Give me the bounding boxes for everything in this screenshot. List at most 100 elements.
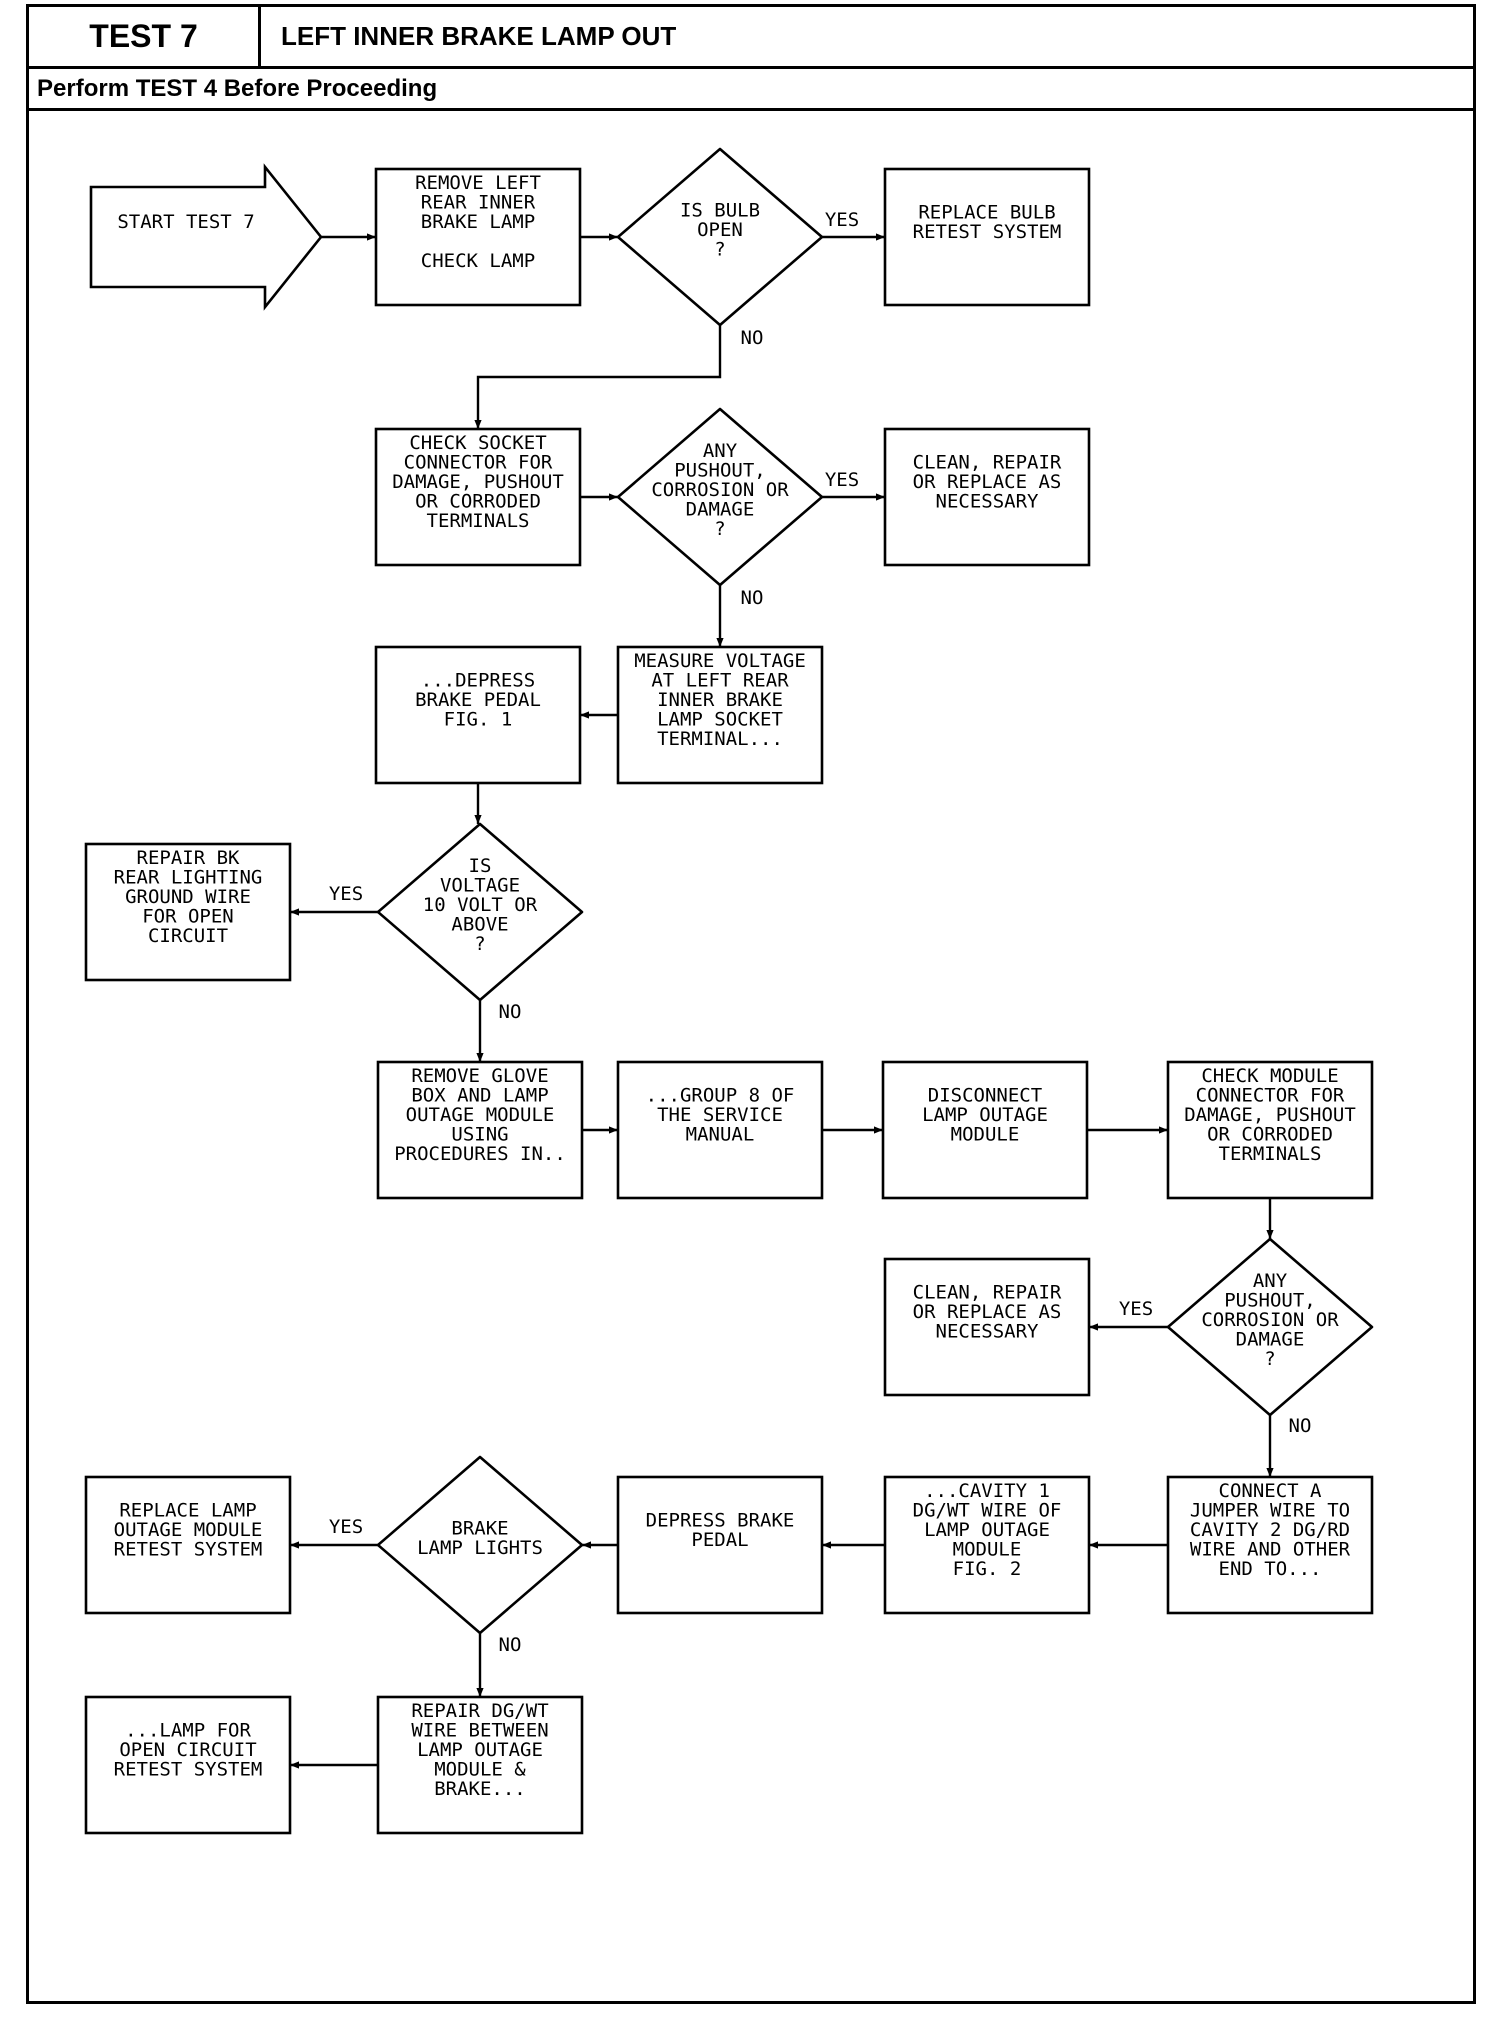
node-text-line: END TO...	[1219, 1558, 1322, 1580]
node-text-line: CONNECTOR FOR	[404, 452, 553, 474]
node-text-line: CHECK SOCKET	[409, 432, 546, 454]
node-text-line: REAR INNER	[421, 192, 536, 214]
node-text-line: 10 VOLT OR	[423, 894, 538, 916]
node-text-line: BRAKE...	[434, 1778, 526, 1800]
node-text-line: DAMAGE	[686, 499, 755, 521]
node-text-line: REAR LIGHTING	[114, 867, 263, 889]
node-text-line: OPEN	[697, 219, 743, 241]
node-text-line: MANUAL	[686, 1124, 755, 1146]
node-text-line: JUMPER WIRE TO	[1190, 1500, 1350, 1522]
node-text-line: CORROSION OR	[1201, 1309, 1339, 1331]
node-text-line: OR CORRODED	[1207, 1124, 1333, 1146]
node-text-line: DAMAGE, PUSHOUT	[1184, 1104, 1356, 1126]
node-text-line: RETEST SYSTEM	[114, 1759, 263, 1781]
connector-arrow	[474, 325, 722, 429]
node-text-line: INNER BRAKE	[657, 689, 783, 711]
flowchart-connectors	[290, 233, 1274, 1769]
node-text-line: USING	[451, 1124, 508, 1146]
node-text-line: CAVITY 2 DG/RD	[1190, 1519, 1350, 1541]
node-text-line: MODULE	[951, 1124, 1020, 1146]
node-text-line: ANY	[703, 440, 738, 462]
node-text-line: ?	[714, 239, 725, 261]
node-text-line: REPAIR DG/WT	[411, 1700, 548, 1722]
node-text-line: REMOVE LEFT	[415, 172, 541, 194]
node-text-line: NECESSARY	[936, 491, 1040, 513]
node-text-line: LAMP LIGHTS	[417, 1537, 543, 1559]
node-text-line: DG/WT WIRE OF	[913, 1500, 1062, 1522]
node-text-line: MODULE	[953, 1539, 1022, 1561]
node-text-line: OR REPLACE AS	[913, 1301, 1062, 1323]
node-text-line: MODULE &	[434, 1759, 526, 1781]
branch-label-yes: YES	[825, 469, 859, 491]
node-text-line: LAMP OUTAGE	[924, 1519, 1050, 1541]
node-text-line: DAMAGE, PUSHOUT	[392, 471, 564, 493]
node-text-line: PROCEDURES IN..	[394, 1143, 566, 1165]
node-start: START TEST 7	[89, 163, 323, 311]
node-text-line: WIRE BETWEEN	[411, 1720, 548, 1742]
header-row: TEST 7 LEFT INNER BRAKE LAMP OUT	[29, 7, 1473, 69]
node-text-line: OUTAGE MODULE	[406, 1104, 555, 1126]
branch-label-no: NO	[1289, 1415, 1312, 1437]
node-text-line: FIG. 2	[953, 1558, 1022, 1580]
node-text-line: OR REPLACE AS	[913, 471, 1062, 493]
node-text-line: ANY	[1253, 1270, 1288, 1292]
node-text-line: CHECK MODULE	[1201, 1065, 1338, 1087]
node-text-line: LAMP SOCKET	[657, 709, 783, 731]
node-text-line: CLEAN, REPAIR	[913, 452, 1062, 474]
node-text-line: RETEST SYSTEM	[114, 1539, 263, 1561]
node-text-line: DEPRESS BRAKE	[646, 1509, 795, 1531]
node-text-line: BRAKE	[451, 1517, 508, 1539]
test-title: LEFT INNER BRAKE LAMP OUT	[281, 21, 677, 51]
node-text-line: TERMINALS	[1219, 1143, 1322, 1165]
node-text-line: CORROSION OR	[651, 479, 789, 501]
node-text-line: ?	[474, 933, 485, 955]
node-text-line: OUTAGE MODULE	[114, 1519, 263, 1541]
node-text-line: MEASURE VOLTAGE	[634, 650, 806, 672]
node-text-line: RETEST SYSTEM	[913, 221, 1062, 243]
node-text-line: ...DEPRESS	[421, 670, 535, 692]
node-text-line: THE SERVICE	[657, 1104, 783, 1126]
node-text-line: ABOVE	[451, 914, 508, 936]
node-text-line: CONNECTOR FOR	[1196, 1085, 1345, 1107]
branch-label-no: NO	[499, 1634, 522, 1656]
node-text-line: PUSHOUT,	[674, 460, 766, 482]
node-text-line: REPAIR BK	[137, 847, 241, 869]
node-text-line: ?	[1264, 1348, 1275, 1370]
node-text-line: NECESSARY	[936, 1321, 1040, 1343]
node-text-line: CHECK LAMP	[421, 250, 535, 272]
branch-label-no: NO	[741, 327, 764, 349]
node-text-line: BRAKE LAMP	[421, 211, 535, 233]
node-text-line: ...LAMP FOR	[125, 1720, 251, 1742]
branch-label-no: NO	[741, 587, 764, 609]
node-text-line: PUSHOUT,	[1224, 1290, 1316, 1312]
branch-label-yes: YES	[329, 1516, 363, 1538]
node-text-line: ...GROUP 8 OF	[646, 1085, 795, 1107]
node-text-line: FIG. 1	[444, 709, 513, 731]
node-text-line: OPEN CIRCUIT	[119, 1739, 256, 1761]
node-text-line: CIRCUIT	[148, 925, 228, 947]
